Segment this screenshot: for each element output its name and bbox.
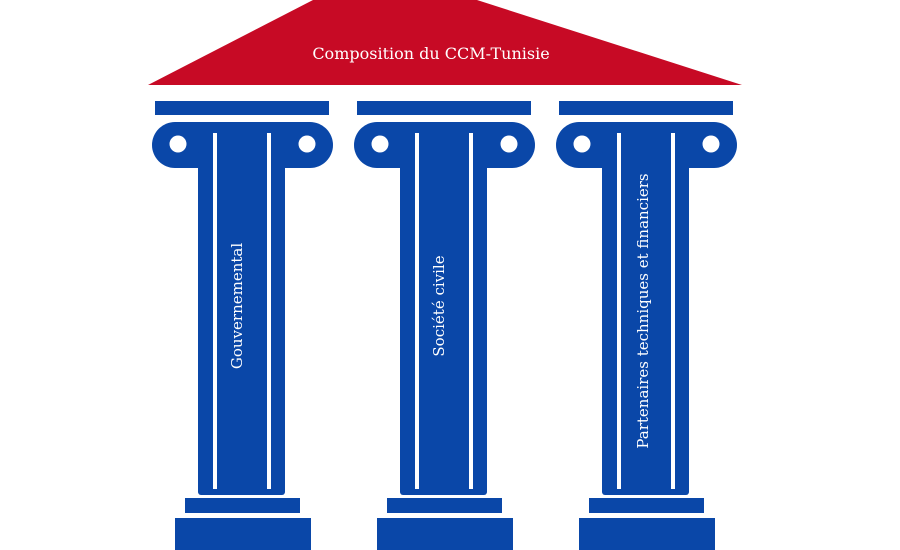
pillar-capital (354, 122, 535, 168)
pillar-base-lower (579, 518, 715, 550)
flute-line (469, 133, 473, 489)
pillar-capital (556, 122, 737, 168)
pillar-label: Gouvernemental (228, 243, 246, 369)
pillar-base-lower (175, 518, 311, 550)
flute-line (617, 133, 621, 489)
pillar: Société civile (354, 101, 535, 550)
pillar-shaft (602, 150, 689, 495)
pillar-shaft (400, 150, 487, 495)
pillar-label: Société civile (430, 255, 448, 356)
pillar: Partenaires techniques et financiers (556, 101, 737, 550)
pillar: Gouvernemental (152, 101, 333, 550)
flute-line (213, 133, 217, 489)
pillar-top-bar (357, 101, 531, 115)
pillar-label: Partenaires techniques et financiers (634, 173, 652, 448)
pillar-base-lower (377, 518, 513, 550)
volute-icon (500, 135, 518, 153)
pillar-shaft (198, 150, 285, 495)
pillar-base-upper (387, 498, 502, 513)
pillar-base-upper (589, 498, 704, 513)
flute-line (415, 133, 419, 489)
volute-icon (573, 135, 591, 153)
volute-icon (371, 135, 389, 153)
pillar-top-bar (155, 101, 329, 115)
roof: Composition du CCM-Tunisie (148, 0, 742, 85)
roof-triangle (148, 0, 742, 85)
volute-icon (702, 135, 720, 153)
pillar-top-bar (559, 101, 733, 115)
volute-icon (298, 135, 316, 153)
flute-line (267, 133, 271, 489)
pillar-base-upper (185, 498, 300, 513)
diagram-title: Composition du CCM-Tunisie (312, 44, 549, 63)
flute-line (671, 133, 675, 489)
volute-icon (169, 135, 187, 153)
pillar-capital (152, 122, 333, 168)
